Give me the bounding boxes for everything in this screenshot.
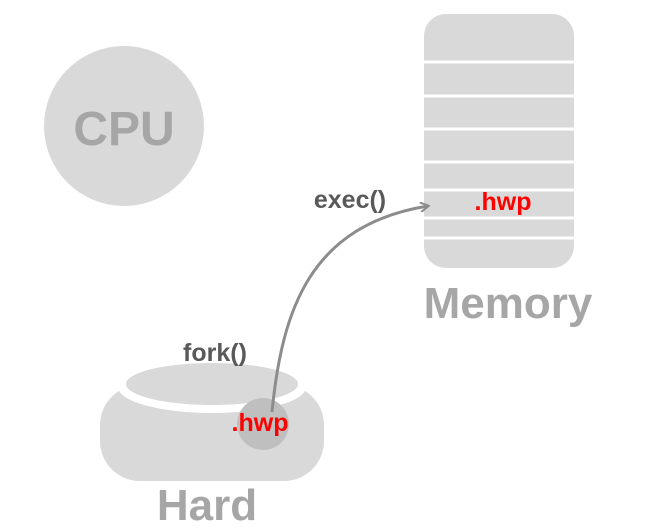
- memory-label: Memory: [424, 279, 593, 328]
- hard-label: Hard: [157, 481, 257, 530]
- fork-label: fork(): [183, 339, 247, 367]
- exec-arrow: [270, 206, 428, 413]
- exec-label: exec(): [314, 186, 386, 214]
- hard-disk-top: [126, 363, 298, 405]
- memory-file-label: .hwp: [475, 188, 532, 216]
- cpu-node: CPU: [44, 46, 204, 206]
- hard-disk-file-spot: [237, 398, 289, 450]
- exec-arrow-path: [270, 206, 428, 413]
- cpu-circle: [44, 46, 204, 206]
- hard-disk-node: .hwp Hard: [100, 361, 324, 530]
- memory-block: [424, 14, 574, 268]
- memory-node: .hwp Memory: [424, 14, 593, 328]
- cpu-label: CPU: [73, 103, 174, 156]
- memory-slot-dividers: [424, 60, 574, 240]
- hard-file-label: .hwp: [232, 409, 289, 437]
